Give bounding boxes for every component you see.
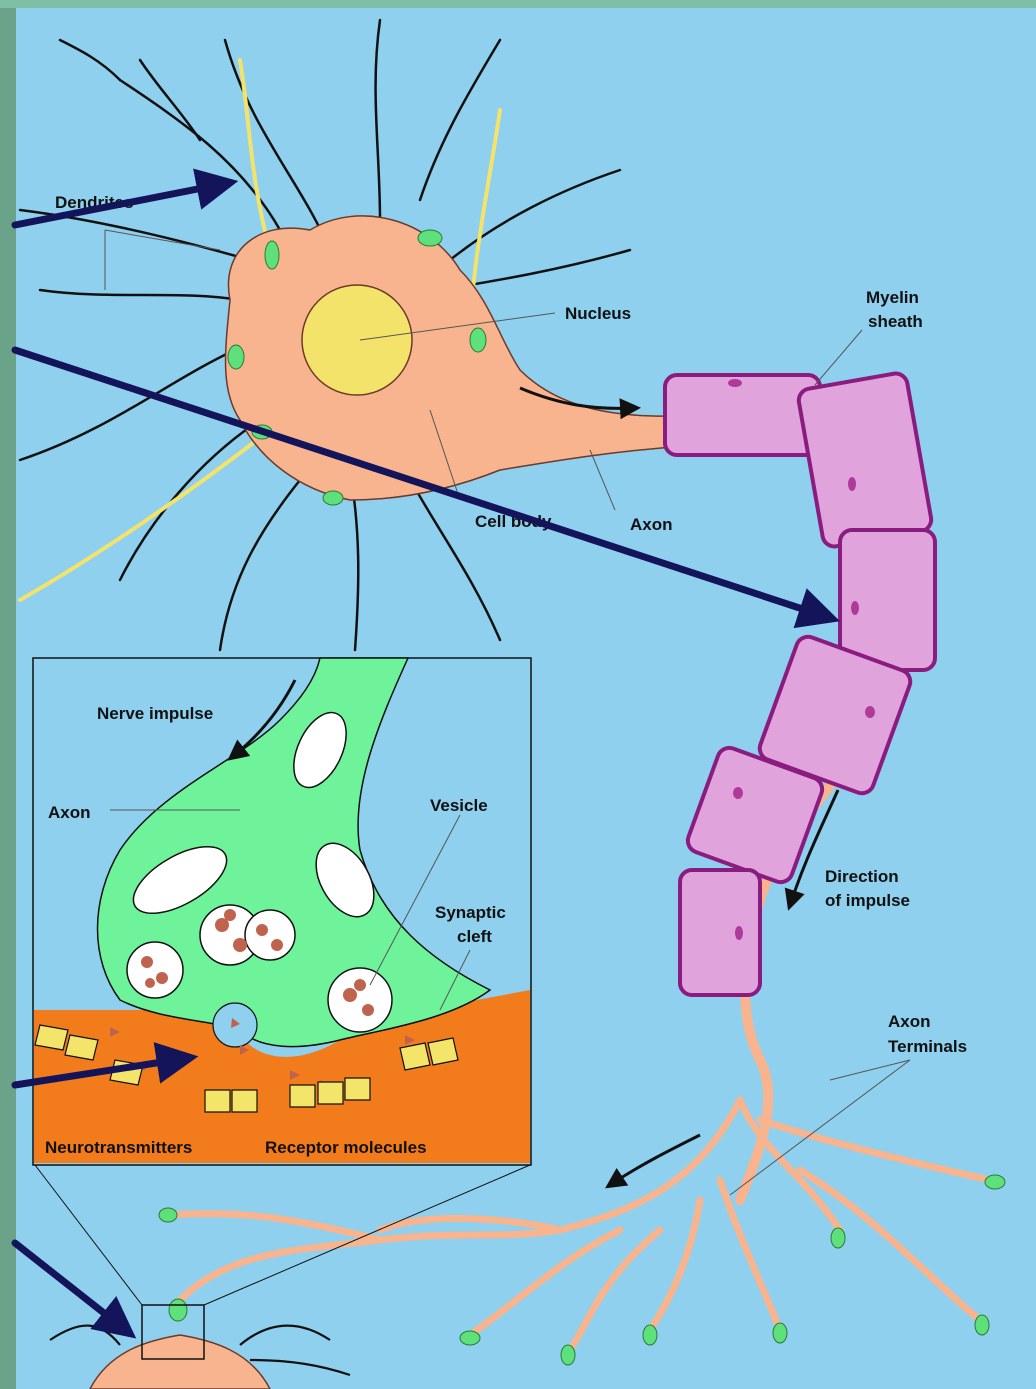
label-axon-terminals-line1: Axon: [888, 1012, 931, 1031]
label-direction-line1: Direction: [825, 867, 899, 886]
label-synaptic-line1: Synaptic: [435, 903, 506, 922]
label-nerve-impulse: Nerve impulse: [97, 704, 213, 723]
label-myelin-line2: sheath: [868, 312, 923, 331]
label-direction-line2: of impulse: [825, 891, 910, 910]
label-receptor-molecules: Receptor molecules: [265, 1138, 427, 1157]
left-frame: [0, 0, 16, 1389]
label-neurotransmitters: Neurotransmitters: [45, 1138, 192, 1157]
label-axon: Axon: [630, 515, 673, 534]
label-myelin-line1: Myelin: [866, 288, 919, 307]
label-axon-terminals-line2: Terminals: [888, 1037, 967, 1056]
label-vesicle: Vesicle: [430, 796, 488, 815]
top-frame: [0, 0, 1036, 8]
label-nucleus: Nucleus: [565, 304, 631, 323]
label-synaptic-line2: cleft: [457, 927, 492, 946]
label-inset-axon: Axon: [48, 803, 91, 822]
nucleus: [302, 285, 412, 395]
